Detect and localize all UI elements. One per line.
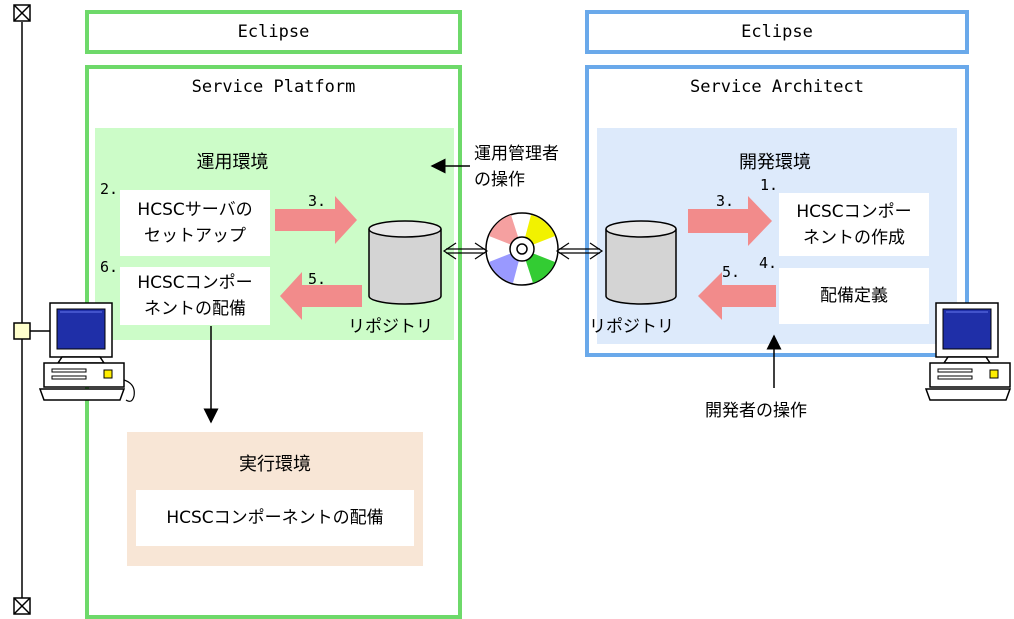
hcsc-component-create-box: HCSCコンポー ネントの作成	[779, 193, 929, 256]
step-3-number-right: 3.	[716, 192, 735, 210]
left-computer-icon	[38, 302, 135, 402]
hcsc-component-deploy-box: HCSCコンポー ネントの配備	[120, 267, 270, 325]
network-end-top-icon	[13, 4, 31, 22]
execution-env-title: 実行環境	[239, 454, 311, 475]
left-repository-cylinder-icon	[368, 220, 442, 305]
right-step5-arrow-icon	[698, 272, 776, 320]
service-platform-title: Service Platform	[191, 77, 356, 97]
operation-env-title: 運用環境	[196, 152, 269, 173]
step-1-number: 1.	[760, 176, 779, 194]
step-5-number-right: 5.	[722, 263, 741, 281]
service-architect-title: Service Architect	[690, 77, 864, 97]
left-step3-arrow-icon	[275, 196, 357, 244]
left-eclipse-frame: Eclipse	[85, 10, 462, 54]
right-repository-cylinder-icon	[605, 220, 677, 305]
developer-operation-label: 開発者の操作	[705, 401, 807, 421]
left-double-arrow-icon	[442, 242, 489, 260]
right-double-arrow-icon	[555, 242, 604, 260]
dev-env-title: 開発環境	[739, 152, 811, 173]
step-4-number: 4.	[759, 254, 778, 272]
step-5-number-left: 5.	[308, 270, 327, 288]
step-3-number-left: 3.	[308, 192, 327, 210]
exec-component-deploy-box: HCSCコンポーネントの配備	[136, 490, 414, 546]
network-end-bottom-icon	[13, 597, 31, 615]
service-architect-frame: Service Architect	[585, 65, 969, 357]
step-2-number: 2.	[100, 180, 119, 198]
right-step3-arrow-icon	[688, 196, 772, 246]
left-eclipse-label: Eclipse	[237, 22, 310, 42]
left-step5-arrow-icon	[280, 272, 362, 320]
right-repository-label: リポジトリ	[589, 317, 674, 337]
right-eclipse-label: Eclipse	[741, 22, 813, 42]
cd-disc-icon	[485, 212, 559, 286]
right-eclipse-frame: Eclipse	[585, 10, 969, 54]
hcsc-server-setup-box: HCSCサーバの セットアップ	[120, 190, 270, 256]
admin-operation-label: 運用管理者 の操作	[474, 144, 559, 190]
left-repository-label: リポジトリ	[348, 317, 433, 337]
right-computer-icon	[924, 302, 1012, 401]
deployment-definition-box: 配備定義	[779, 268, 929, 324]
step-6-number: 6.	[100, 258, 119, 276]
